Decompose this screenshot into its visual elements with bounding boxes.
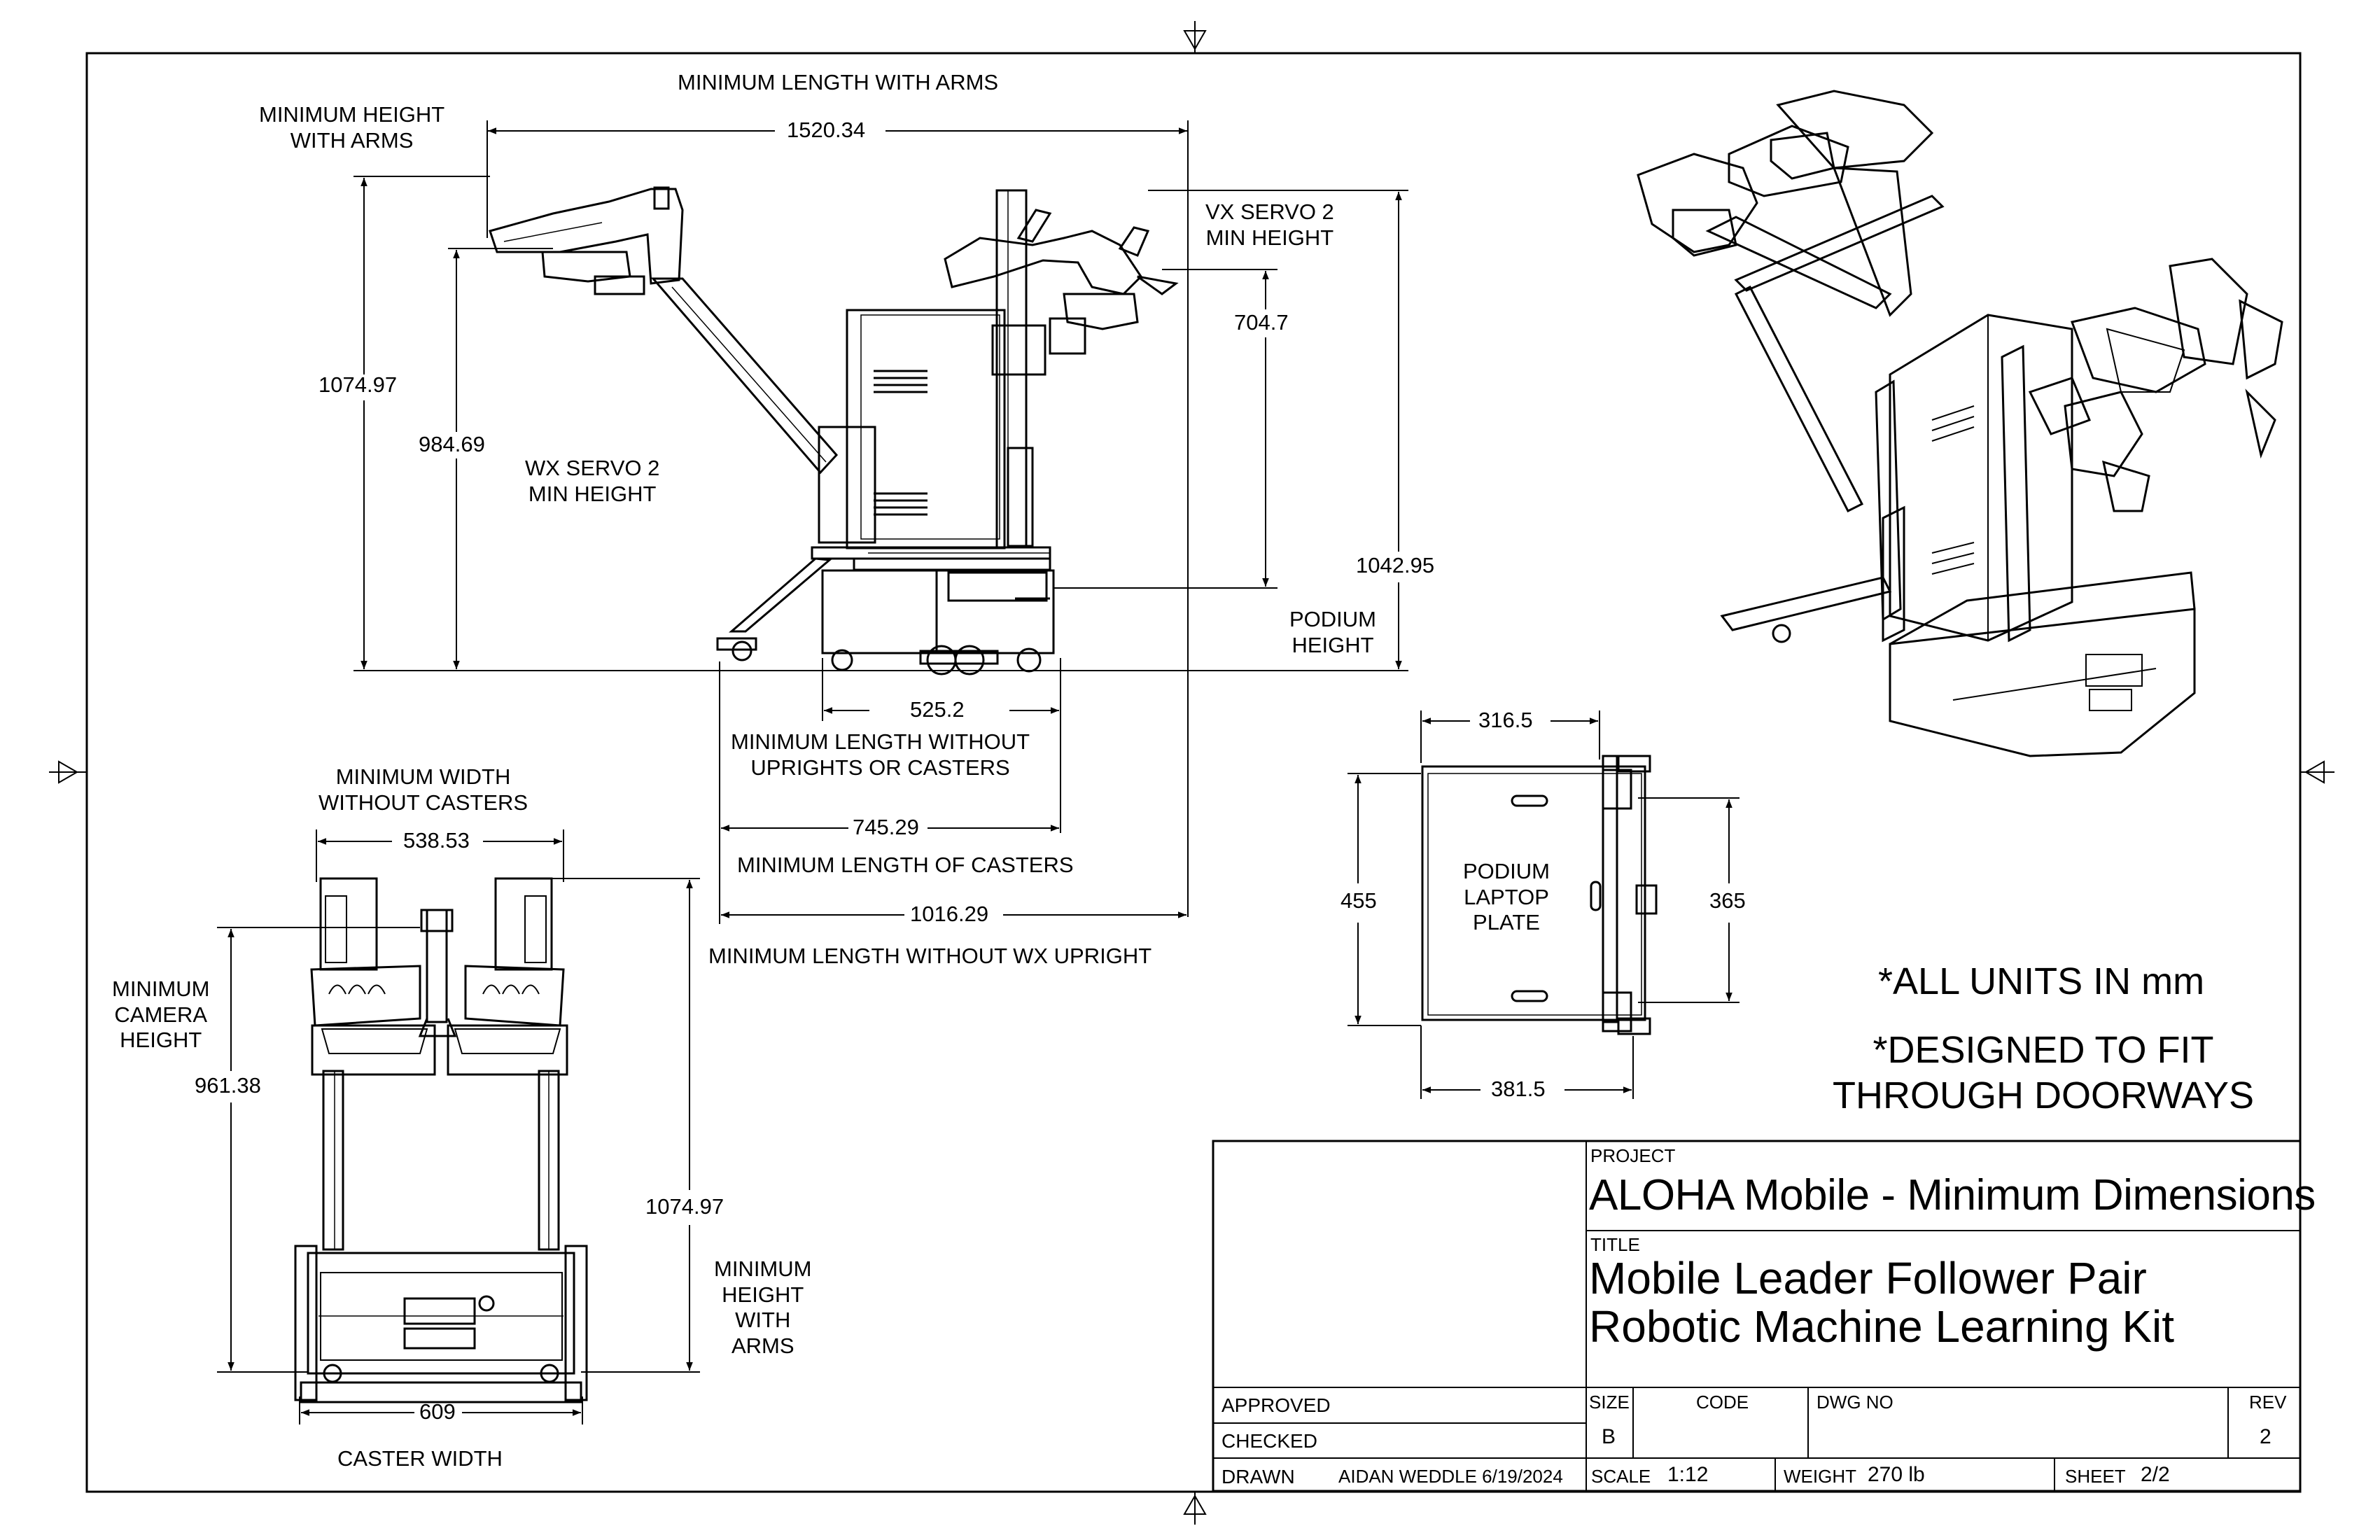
label-min-length-without-uprights: MINIMUM LENGTH WITHOUT UPRIGHTS OR CASTE… xyxy=(731,729,1030,780)
front-view-dimension-lines xyxy=(217,830,700,1424)
label-min-height-with-arms-side: MINIMUM HEIGHT WITH ARMS xyxy=(259,102,445,153)
dim-min-length-with-arms: 1520.34 xyxy=(787,118,866,142)
note-units: *ALL UNITS IN mm xyxy=(1878,960,2205,1002)
tb-title-line1: Mobile Leader Follower Pair xyxy=(1589,1253,2147,1303)
tb-size: B xyxy=(1602,1425,1616,1448)
dim-min-length-of-casters: 745.29 xyxy=(853,815,919,839)
dim-min-length-without-uprights: 525.2 xyxy=(910,697,965,722)
dim-plate-height-left: 455 xyxy=(1340,888,1377,913)
label-min-length-of-casters: MINIMUM LENGTH OF CASTERS xyxy=(737,853,1074,877)
label-min-height-with-arms-front: MINIMUM HEIGHT WITH ARMS xyxy=(714,1256,812,1358)
tb-scale: 1:12 xyxy=(1667,1463,1709,1486)
isometric-view-robot xyxy=(1637,90,2283,757)
front-view-robot xyxy=(294,877,588,1404)
tb-weight: 270 lb xyxy=(1868,1463,1925,1486)
dim-min-length-without-wx-upright: 1016.29 xyxy=(910,902,989,926)
tb-sheet: 2/2 xyxy=(2141,1463,2170,1486)
tb-code-caption: CODE xyxy=(1696,1392,1749,1413)
tb-scale-caption: SCALE xyxy=(1591,1466,1651,1487)
centering-marks xyxy=(49,21,2334,1525)
note-doorways: *DESIGNED TO FIT THROUGH DOORWAYS xyxy=(1833,1029,2255,1116)
label-vx-servo-min-height: VX SERVO 2 MIN HEIGHT xyxy=(1205,200,1334,250)
dim-caster-width: 609 xyxy=(419,1399,456,1424)
tb-drawn-by: AIDAN WEDDLE 6/19/2024 xyxy=(1338,1466,1563,1487)
tb-title-line2: Robotic Machine Learning Kit xyxy=(1589,1301,2175,1352)
dim-min-camera-height: 961.38 xyxy=(195,1073,261,1098)
dim-wx-servo-min-height: 984.69 xyxy=(419,432,485,456)
tb-drawn: DRAWN xyxy=(1222,1466,1295,1488)
dim-min-height-with-arms-front: 1074.97 xyxy=(645,1194,724,1219)
dim-vx-servo-min-height: 704.7 xyxy=(1234,310,1289,335)
tb-checked: CHECKED xyxy=(1222,1430,1317,1452)
tb-weight-caption: WEIGHT xyxy=(1784,1466,1856,1487)
podium-laptop-plate xyxy=(1421,755,1658,1035)
label-min-width-without-casters: MINIMUM WIDTH WITHOUT CASTERS xyxy=(318,764,528,815)
label-min-camera-height: MINIMUM CAMERA HEIGHT xyxy=(112,976,210,1053)
label-min-length-without-wx-upright: MINIMUM LENGTH WITHOUT WX UPRIGHT xyxy=(708,944,1152,968)
tb-dwg-no-caption: DWG NO xyxy=(1816,1392,1893,1413)
tb-sheet-caption: SHEET xyxy=(2065,1466,2126,1487)
dim-plate-width-top: 316.5 xyxy=(1478,708,1533,732)
tb-rev-caption: REV xyxy=(2249,1392,2287,1413)
tb-project-caption: PROJECT xyxy=(1590,1145,1676,1166)
dim-plate-width-bottom: 381.5 xyxy=(1491,1077,1546,1101)
label-min-length-with-arms: MINIMUM LENGTH WITH ARMS xyxy=(678,70,999,94)
tb-title-caption: TITLE xyxy=(1590,1234,1640,1255)
side-view-dimension-lines xyxy=(354,120,1408,924)
tb-rev: 2 xyxy=(2260,1425,2272,1448)
label-podium-laptop-plate: PODIUM LAPTOP PLATE xyxy=(1463,859,1550,935)
title-block-grid xyxy=(1212,1140,2302,1492)
dim-podium-height: 1042.95 xyxy=(1356,553,1435,578)
plate-dimension-lines xyxy=(1348,710,1740,1099)
dim-min-width-without-casters: 538.53 xyxy=(403,828,470,853)
tb-size-caption: SIZE xyxy=(1589,1392,1630,1413)
tb-approved: APPROVED xyxy=(1222,1394,1331,1416)
label-podium-height: PODIUM HEIGHT xyxy=(1289,607,1376,657)
label-caster-width: CASTER WIDTH xyxy=(337,1446,503,1471)
dim-plate-height-right: 365 xyxy=(1709,888,1746,913)
side-view-robot xyxy=(354,186,1408,676)
label-wx-servo-min-height: WX SERVO 2 MIN HEIGHT xyxy=(525,456,660,506)
dim-min-height-with-arms-side: 1074.97 xyxy=(318,372,398,397)
tb-project: ALOHA Mobile - Minimum Dimensions xyxy=(1589,1171,2316,1219)
